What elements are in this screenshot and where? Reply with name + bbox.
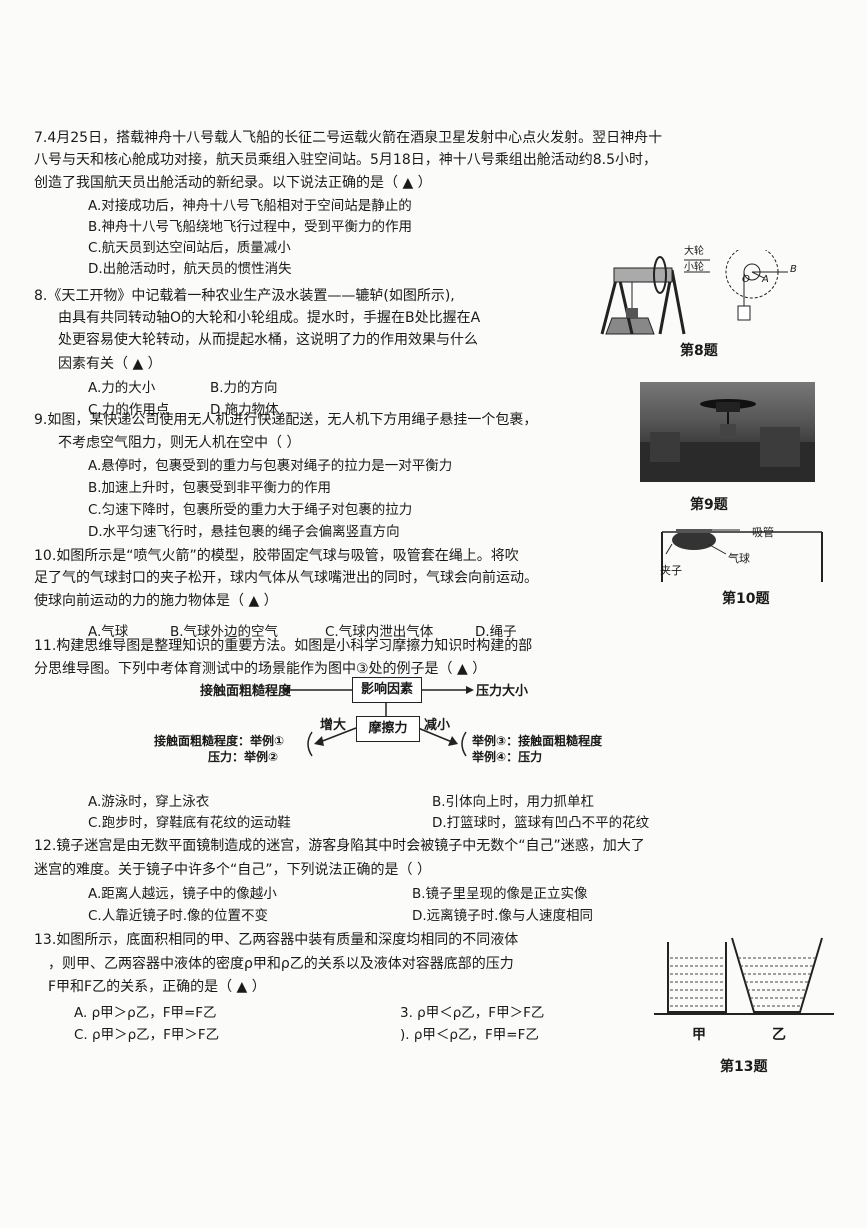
- q13-option-d: ). ρ甲＜ρ乙，F甲=F乙: [400, 1027, 539, 1043]
- q13-stem-line1: 13.如图所示，底面积相同的甲、乙两容器中装有质量和深度均相同的不同液体: [34, 932, 519, 948]
- q13-option-c: C. ρ甲＞ρ乙，F甲＞F乙: [74, 1027, 220, 1043]
- q10-label-clip: 夹子: [660, 564, 682, 577]
- q8-stem-line3: 处更容易使大轮转动，从而提起水桶，这说明了力的作用效果与什么: [58, 332, 478, 348]
- q8-label-o: O: [742, 274, 750, 285]
- q13-label-jia: 甲: [692, 1027, 706, 1043]
- q11-option-a: A.游泳时，穿上泳衣: [88, 794, 210, 810]
- q12-stem-line2: 迷宫的难度。关于镜子中许多个“自己”，下列说法正确的是（ ）: [34, 862, 431, 878]
- q11-stem-line2: 分思维导图。下列中考体育测试中的场景能作为图中③处的例子是（ ▲ ）: [34, 661, 487, 677]
- q7-option-b: B.神舟十八号飞船绕地飞行过程中，受到平衡力的作用: [88, 219, 413, 235]
- q10-caption: 第10题: [722, 591, 770, 607]
- q9-option-b: B.加速上升时，包裹受到非平衡力的作用: [88, 480, 332, 496]
- q10-option-a: A.气球: [88, 624, 129, 640]
- q13-stem-line2: ，则甲、乙两容器中液体的密度ρ甲和ρ乙的关系以及液体对容器底部的压力: [48, 956, 514, 972]
- q8-windlass-figure: 大轮 小轮 O A B: [592, 245, 807, 350]
- q11-option-b: B.引体向上时，用力抓单杠: [432, 794, 595, 810]
- q10-rocket-figure: 吸管 气球 夹子: [656, 520, 826, 586]
- q9-caption: 第9题: [690, 497, 728, 513]
- q8-option-d: D.施力物体: [210, 402, 279, 418]
- q10-stem-line3: 使球向前运动的力的施力物体是（ ▲ ）: [34, 593, 278, 609]
- q11-mm-pressure: 压力大小: [476, 684, 529, 699]
- q8-option-c: C.力的作用点: [88, 402, 170, 418]
- q7-option-a: A.对接成功后，神舟十八号飞船相对于空间站是静止的: [88, 198, 412, 214]
- q7-option-c: C.航天员到达空间站后，质量减小: [88, 240, 291, 256]
- q11-mm-right-example3: 举例③：接触面粗糙程度: [472, 734, 603, 748]
- q13-stem-line3: F甲和F乙的关系，正确的是（ ▲ ）: [48, 979, 266, 995]
- q13-option-b: 3. ρ甲＜ρ乙，F甲＞F乙: [400, 1005, 545, 1021]
- q11-mm-left-example2: 压力：举例②: [208, 750, 279, 764]
- q7-option-d: D.出舱活动时，航天员的惯性消失: [88, 261, 292, 277]
- q8-option-a: A.力的大小: [88, 380, 156, 396]
- q8-label-small-wheel: 小轮: [684, 262, 704, 273]
- q11-option-c: C.跑步时，穿鞋底有花纹的运动鞋: [88, 815, 291, 831]
- q8-caption: 第8题: [680, 343, 718, 359]
- q9-option-d: D.水平匀速飞行时，悬挂包裹的绳子会偏离竖直方向: [88, 524, 400, 540]
- q9-stem-line2: 不考虑空气阻力，则无人机在空中（ ）: [58, 435, 301, 451]
- q10-stem-line2: 足了气的气球封口的夹子松开，球内气体从气球嘴泄出的同时，气球会向前运动。: [34, 570, 538, 586]
- q10-label-balloon: 气球: [728, 552, 750, 565]
- q13-caption: 第13题: [720, 1059, 768, 1075]
- q11-mm-friction-box: 摩擦力: [356, 716, 420, 742]
- q11-mm-increase: 增大: [320, 718, 347, 733]
- q13-option-a: A. ρ甲＞ρ乙，F甲=F乙: [74, 1005, 217, 1021]
- q8-option-b: B.力的方向: [210, 380, 278, 396]
- q7-stem-line1: 7.4月25日，搭载神舟十八号载人飞船的长征二号运载火箭在酒泉卫星发射中心点火发…: [34, 130, 663, 146]
- q9-option-c: C.匀速下降时，包裹所受的重力大于绳子对包裹的拉力: [88, 502, 413, 518]
- q11-mind-map: 接触面粗糙程度 影响因素 压力大小 增大 摩擦力 减小 接触面粗糙程度：举例① …: [154, 672, 660, 792]
- q12-option-a: A.距离人越远，镜子中的像越小: [88, 886, 277, 902]
- q10-stem-line1: 10.如图所示是“喷气火箭”的模型，胶带固定气球与吸管，吸管套在绳上。将吹: [34, 548, 519, 564]
- q7-stem-line2: 八号与天和核心舱成功对接，航天员乘组入驻空间站。5月18日，神十八号乘组出舱活动…: [34, 152, 657, 168]
- q12-option-d: D.远离镜子时.像与人速度相同: [412, 908, 593, 924]
- q7-stem-line3: 创造了我国航天员出舱活动的新纪录。以下说法正确的是（ ▲ ）: [34, 175, 432, 191]
- q8-stem-line4: 因素有关（ ▲ ）: [58, 356, 162, 372]
- q9-option-a: A.悬停时，包裹受到的重力与包裹对绳子的拉力是一对平衡力: [88, 458, 453, 474]
- q13-containers-figure: [654, 930, 834, 1020]
- q11-mm-left-example1: 接触面粗糙程度：举例①: [154, 734, 285, 748]
- q12-stem-line1: 12.镜子迷宫是由无数平面镜制造成的迷宫，游客身陷其中时会被镜子中无数个“自己”…: [34, 838, 645, 854]
- q8-label-a: A: [762, 274, 769, 285]
- q8-label-big-wheel: 大轮: [684, 246, 704, 257]
- q11-mm-factor-box: 影响因素: [352, 677, 422, 703]
- q10-label-straw: 吸管: [752, 526, 774, 539]
- q10-option-c: C.气球内泄出气体: [325, 624, 434, 640]
- q11-mm-decrease: 减小: [424, 718, 451, 733]
- q8-stem-line2: 由具有共同转动轴O的大轮和小轮组成。提水时，手握在B处比握在A: [58, 310, 481, 326]
- q11-stem-line1: 11.构建思维导图是整理知识的重要方法。如图是小科学习摩擦力知识时构建的部: [34, 638, 533, 654]
- q11-option-d: D.打篮球时，篮球有凹凸不平的花纹: [432, 815, 650, 831]
- q10-option-d: D.绳子: [475, 624, 517, 640]
- q10-option-b: B.气球外边的空气: [170, 624, 279, 640]
- q8-label-b: B: [790, 264, 797, 275]
- q12-option-c: C.人靠近镜子时.像的位置不变: [88, 908, 269, 924]
- q12-option-b: B.镜子里呈现的像是正立实像: [412, 886, 588, 902]
- q8-stem-line1: 8.《天工开物》中记载着一种农业生产汲水装置——辘轳(如图所示),: [34, 288, 455, 304]
- q9-drone-photo: [640, 382, 815, 482]
- q9-stem-line1: 9.如图，某快递公司使用无人机进行快递配送，无人机下方用绳子悬挂一个包裹，: [34, 412, 538, 428]
- q13-label-yi: 乙: [772, 1027, 786, 1043]
- q11-mm-rough: 接触面粗糙程度: [200, 684, 292, 699]
- q11-mm-right-example4: 举例④：压力: [472, 750, 543, 764]
